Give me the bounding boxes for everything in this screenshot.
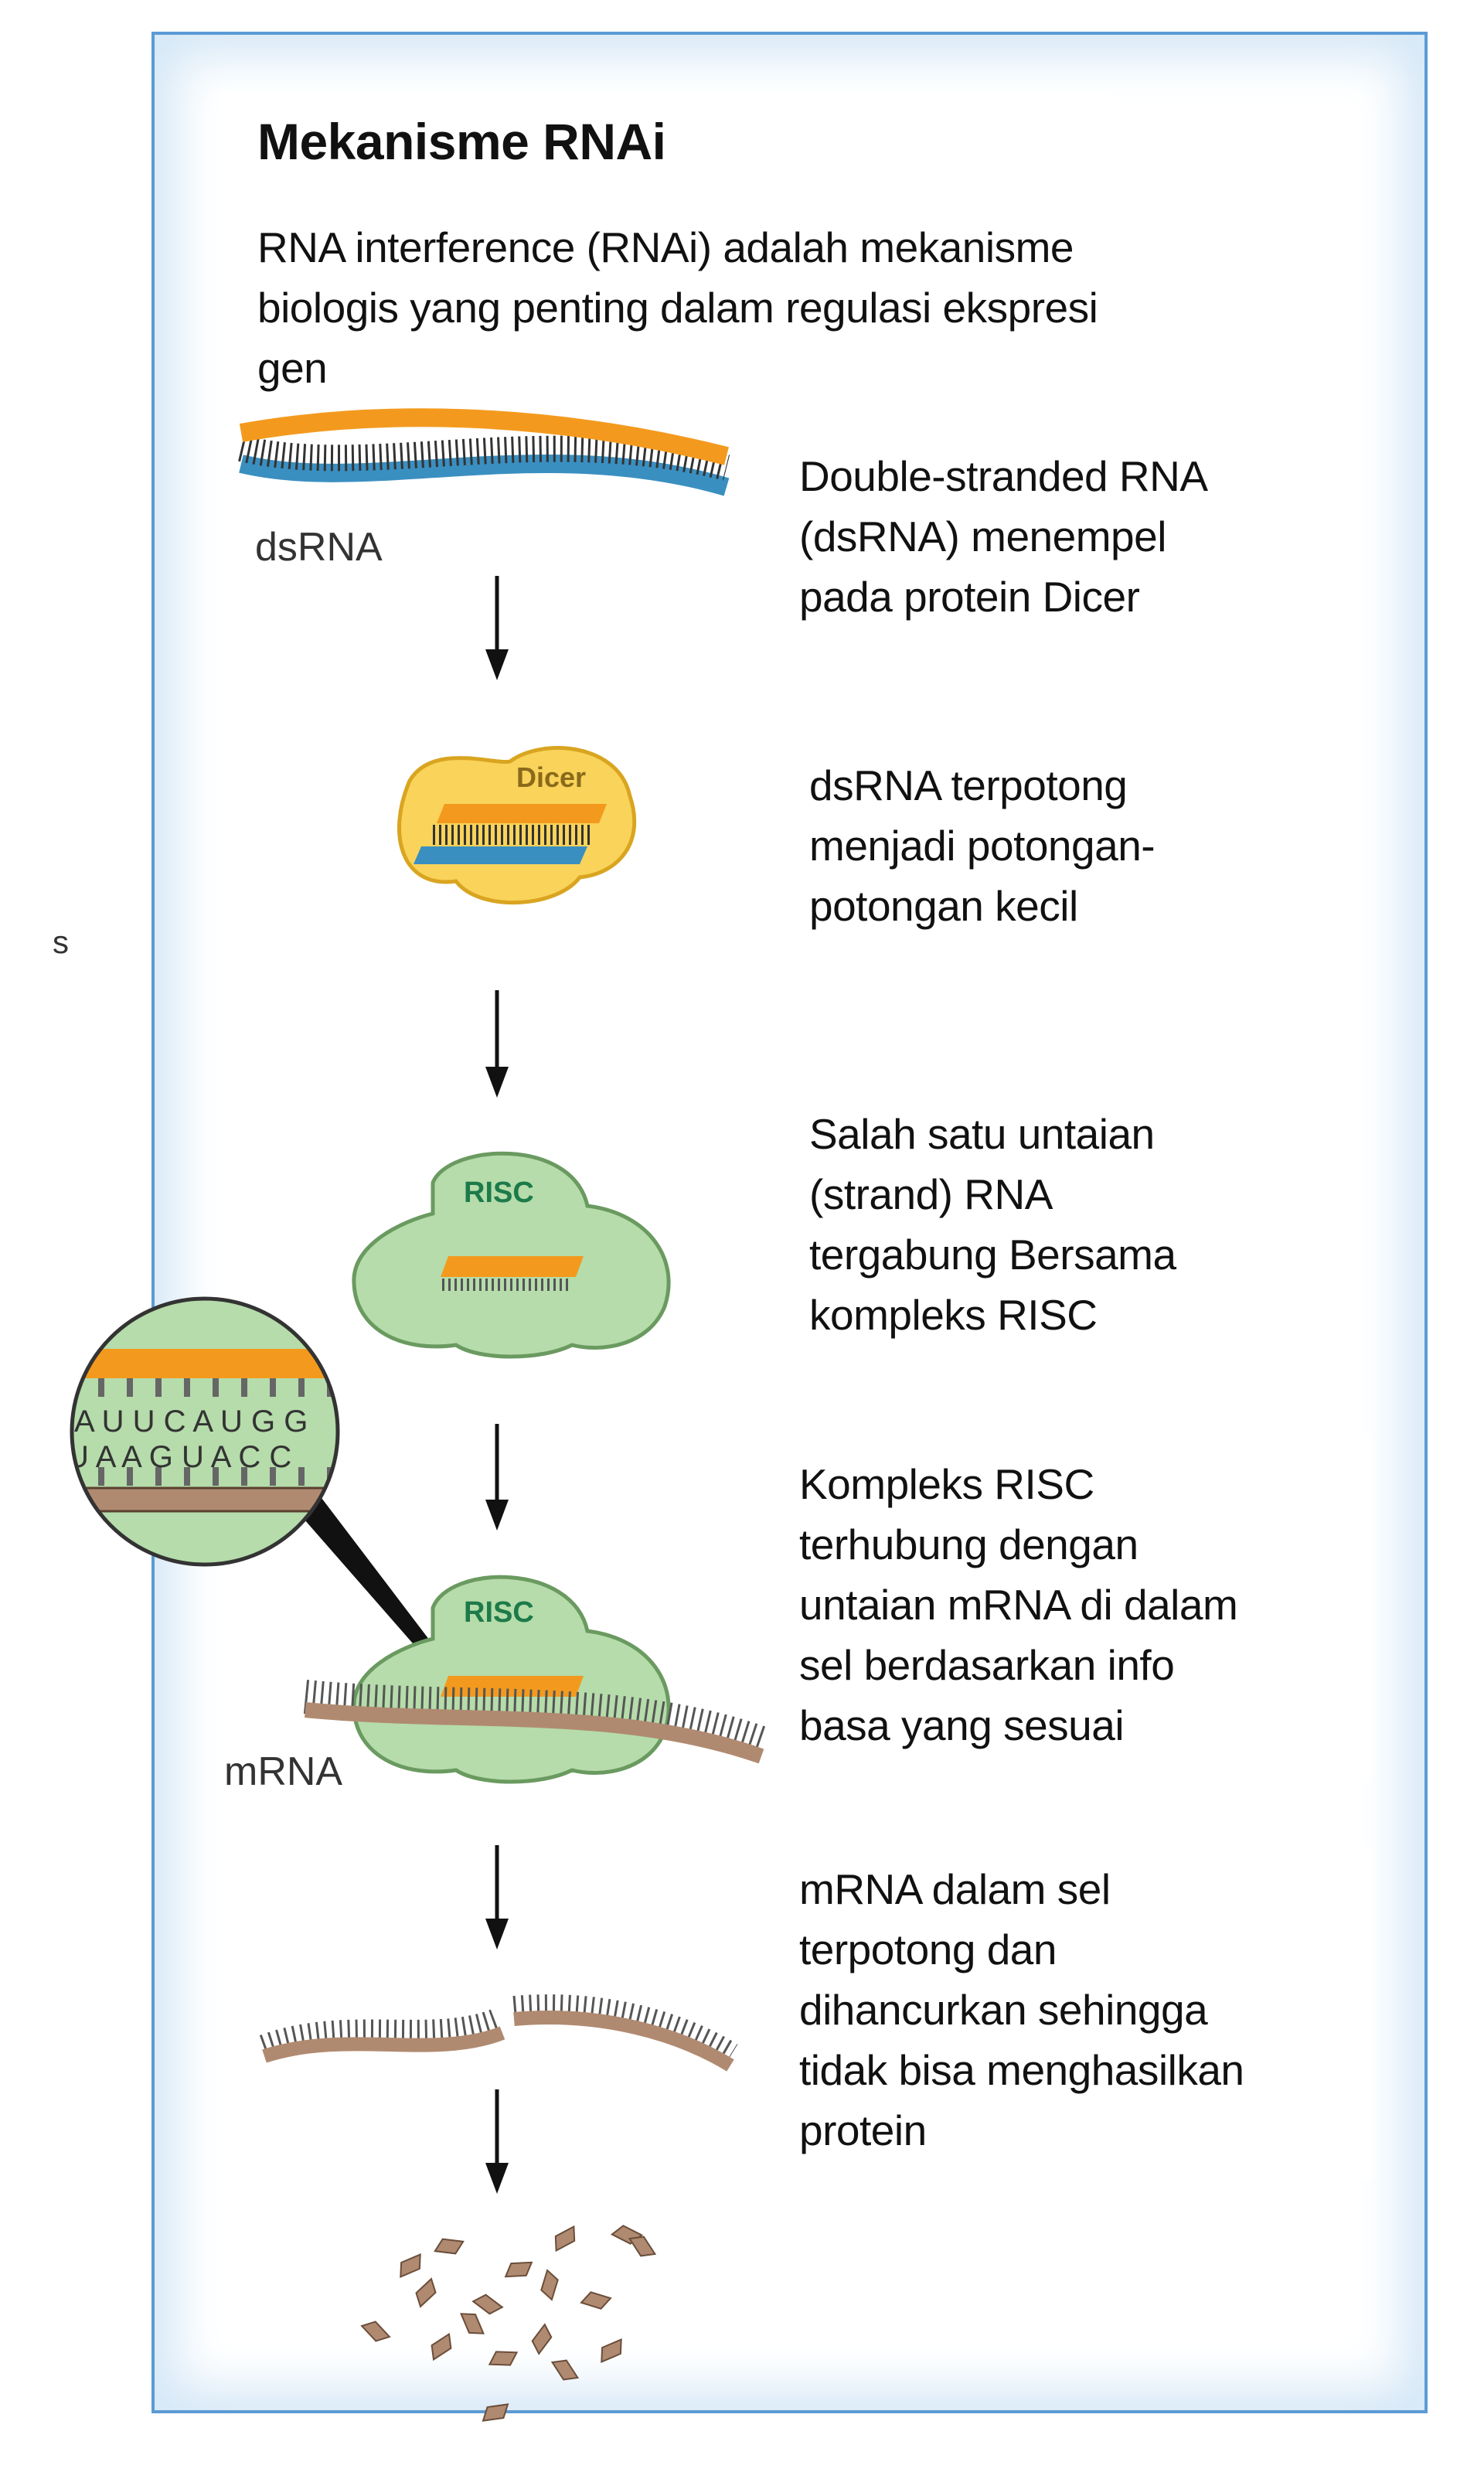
mrna-fragment [482,2403,509,2422]
text-backdrop [773,1438,1372,1778]
dsrna-blue-strand [239,455,730,496]
risc-label: RISC [464,1177,534,1209]
bottom-base-sequence: U A A G U A C C [66,1440,291,1474]
text-backdrop [773,1847,1372,2180]
step-5-text: mRNA dalam sel terpotong dan dihancurkan… [799,1865,1244,2154]
mrna-fragment [488,2351,519,2366]
page-title: Mekanisme RNAi [257,113,666,170]
dsrna-molecule [238,408,730,496]
mrna-fragment [434,2238,465,2255]
arrow-2 [485,990,509,1098]
mrna-fragment [431,2332,452,2362]
mrna-fragment [504,2261,533,2278]
degraded-mrna-fragments [360,2225,657,2422]
dsrna-orange-strand [239,408,729,465]
step-4-text: Kompleks RISC terhubung dengan untaian m… [799,1460,1238,1749]
dsrna-label: dsRNA [255,525,383,570]
dicer-protein: Dicer [397,746,637,905]
mrna-fragment [531,2323,553,2355]
mrna-fragment [360,2321,391,2342]
step-1-text: Double-stranded RNA (dsRNA) menempel pad… [799,452,1208,621]
dsrna-base-pairs [238,435,730,481]
mrna-fragment [550,2359,580,2381]
intro-text: RNA interference (RNAi) adalah mekanisme… [257,223,1098,392]
mrna-fragment [580,2291,612,2310]
dicer-label: Dicer [516,761,586,793]
title-panel [220,91,1113,207]
mrna-fragment [601,2338,622,2363]
arrow-5 [485,2089,509,2194]
risc-complex-1: RISC [352,1151,671,1359]
stray-character: s [53,924,69,960]
mrna-fragment [554,2225,576,2253]
top-base-sequence: A U U C A U G G [74,1405,308,1439]
mrna-fragment [471,2293,504,2315]
base-pair-magnifier: A U U C A U G G U A A G U A C C [66,1296,464,1693]
cleaved-mrna [259,1994,738,2072]
arrow-1 [485,576,509,680]
mrna-fragment [415,2277,437,2308]
step-3-text: Salah satu untaian (strand) RNA tergabun… [809,1110,1176,1339]
risc-complex-2: RISC [303,1575,768,1784]
mrna-fragment [400,2253,421,2278]
mrna-label: mRNA [224,1749,343,1794]
arrow-4 [485,1845,509,1949]
mrna-fragment [628,2236,657,2257]
step-2-text: dsRNA terpotong menjadi potongan- potong… [809,761,1156,930]
risc-label: RISC [464,1596,534,1629]
mrna-fragment [540,2269,559,2301]
mrna-fragment [460,2313,485,2334]
mrna-strand [305,1702,764,1764]
arrow-3 [485,1424,509,1531]
